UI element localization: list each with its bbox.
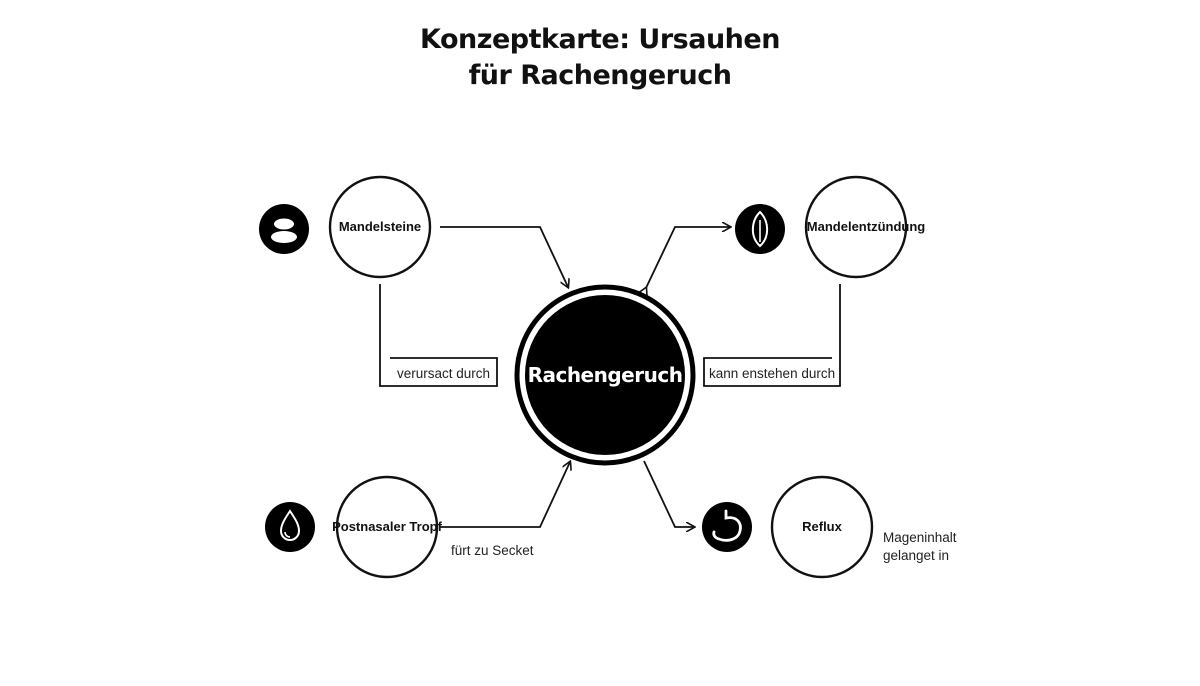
edge-label-mageninhalt-1: Mageninhalt: [883, 530, 957, 545]
node-label-postnasaler-tropf: Postnasaler Tropf: [332, 519, 442, 534]
bracket-left: [379, 284, 498, 387]
edge-mandelsteine-to-center: [440, 226, 568, 287]
node-mandelsteine: Mandelsteine: [328, 175, 432, 279]
stones-icon: [259, 204, 309, 254]
connectors: [379, 226, 841, 528]
edge-label-kann-entstehen: kann enstehen durch: [709, 366, 835, 381]
edge-center-to-reflux: [643, 460, 694, 527]
droplet-icon: [265, 502, 315, 552]
title-line-2: für Rachengeruch: [468, 60, 732, 91]
bracket-right: [703, 284, 841, 387]
leaf-icon: [735, 204, 785, 254]
center-label: Rachengeruch: [528, 363, 683, 387]
node-label-reflux: Reflux: [802, 519, 843, 534]
center-node: Rachengeruch: [514, 284, 696, 466]
title-line-1: Konzeptkarte: Ursauhen: [420, 24, 780, 55]
edge-postnasal-to-center: [440, 462, 570, 528]
node-label-mandelentzuendung: Mandelentzündung: [807, 219, 925, 234]
node-reflux: Reflux: [770, 475, 874, 579]
stomach-icon: [702, 502, 752, 552]
edge-label-mageninhalt-2: gelanget in: [883, 548, 949, 563]
node-postnasaler-tropf: Postnasaler Tropf: [332, 475, 443, 579]
diagram-title: Konzeptkarte: Ursauhen für Rachengeruch: [0, 22, 1200, 94]
edge-label-verursacht: verursact durch: [397, 366, 490, 381]
edge-label-fuehrt-zu: fürt zu Secket: [451, 543, 534, 558]
edge-center-to-mandelentzuendung: [646, 227, 730, 288]
node-label-mandelsteine: Mandelsteine: [339, 219, 421, 234]
node-mandelentzuendung: Mandelentzündung: [804, 175, 925, 279]
